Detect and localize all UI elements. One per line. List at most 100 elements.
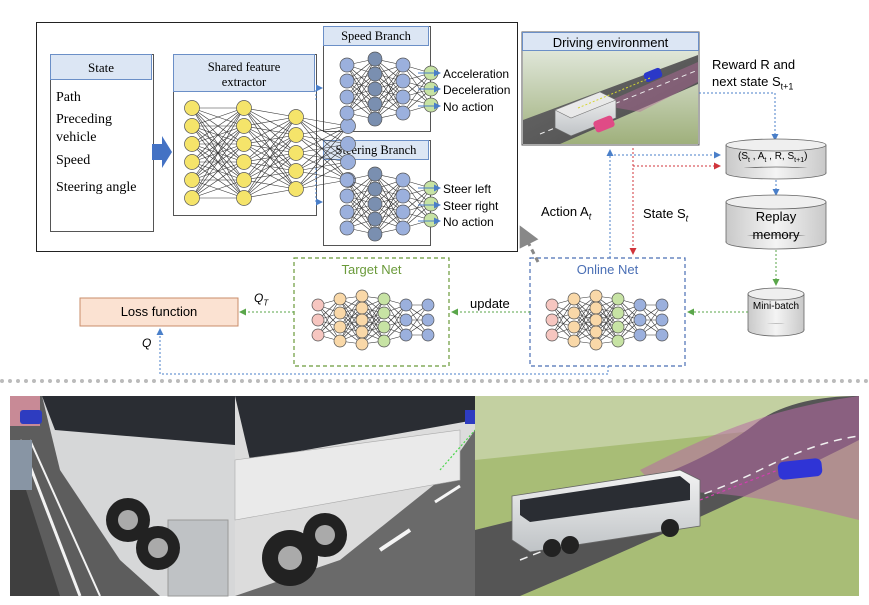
network-node — [423, 196, 439, 212]
network-node — [236, 118, 252, 134]
speed-output-deceleration: Deceleration — [443, 83, 511, 97]
network-node — [655, 313, 669, 327]
reward-label-line2: next state St+1 — [712, 73, 795, 96]
network-node — [633, 328, 647, 342]
speed-output-acceleration: Acceleration — [443, 67, 510, 81]
network-node — [367, 66, 383, 82]
network-edge — [191, 107, 245, 181]
network-edge — [573, 298, 597, 333]
network-node — [184, 172, 200, 188]
network-node — [236, 136, 252, 152]
network-edge — [573, 307, 597, 342]
network-node — [355, 325, 369, 339]
q-arrow — [156, 328, 609, 375]
network-node — [399, 328, 413, 342]
action-label-sub: t — [588, 211, 592, 222]
update-label: update — [470, 296, 510, 311]
network-edge — [346, 64, 376, 105]
network-node — [611, 334, 625, 348]
qt-label-sub: T — [263, 298, 269, 308]
network-edge — [295, 125, 349, 190]
network-edge — [374, 64, 404, 105]
network-edge — [243, 116, 297, 199]
qt-label-text: Q — [254, 291, 264, 305]
network-edge — [317, 304, 341, 342]
network-edge — [383, 304, 407, 342]
tuple-open: (S — [738, 151, 748, 162]
network-node — [367, 111, 383, 127]
network-edge — [374, 58, 404, 98]
network-edge — [617, 304, 641, 342]
network-node — [395, 204, 411, 220]
steering-output-arrows — [418, 184, 441, 225]
network-node — [184, 100, 200, 116]
reward-arrow — [699, 92, 779, 141]
network-node — [377, 334, 391, 348]
network-edge — [243, 152, 297, 199]
network-node — [367, 211, 383, 227]
tuple-sub-e: t+1 — [794, 157, 805, 164]
state-item-speed: Speed — [56, 153, 91, 168]
network-edge — [191, 161, 245, 199]
state-panel — [50, 54, 154, 232]
network-edge — [346, 195, 376, 235]
network-node — [288, 145, 304, 161]
network-edge — [374, 195, 404, 235]
minibatch-cylinder — [747, 287, 805, 337]
network-edge — [295, 116, 349, 127]
action-label: Action At — [541, 204, 591, 222]
network-node — [395, 89, 411, 105]
network-node — [589, 325, 603, 339]
network-node — [333, 292, 347, 306]
network-node — [567, 320, 581, 334]
network-node — [184, 136, 200, 152]
network-node — [339, 73, 355, 89]
network-node — [395, 105, 411, 121]
network-node — [355, 313, 369, 327]
network-node — [611, 320, 625, 334]
replay-memory-label: Replay memory — [752, 209, 800, 242]
network-edge — [346, 179, 376, 235]
state-label-text: State S — [643, 206, 686, 221]
state-to-extractor-arrow — [152, 136, 172, 168]
bus-photo-right — [475, 396, 860, 596]
network-edge — [402, 187, 432, 229]
network-edge — [243, 116, 297, 145]
network-edge — [191, 107, 245, 163]
network-node — [367, 196, 383, 212]
network-node — [633, 313, 647, 327]
online-to-architecture-arrow — [519, 225, 540, 263]
replay-memory-cylinder — [725, 194, 827, 250]
network-node — [311, 298, 325, 312]
network-node — [421, 298, 435, 312]
network-node — [333, 306, 347, 320]
speed-output-no-action: No action — [443, 100, 494, 114]
network-edge — [243, 116, 297, 163]
network-node — [545, 328, 559, 342]
shared-extractor-header: Shared feature extractor — [173, 54, 315, 92]
network-node — [311, 328, 325, 342]
network-node — [355, 337, 369, 351]
network-node — [340, 154, 356, 170]
bus-photo-left — [10, 396, 235, 597]
network-edge — [361, 307, 385, 342]
network-node — [377, 292, 391, 306]
network-node — [340, 136, 356, 152]
state-item-path: Path — [56, 90, 81, 105]
q-label: Q — [142, 336, 152, 350]
network-node — [589, 337, 603, 351]
network-edge — [346, 188, 376, 229]
online-net-label: Online Net — [576, 262, 639, 277]
network-node — [311, 313, 325, 327]
network-node — [395, 172, 411, 188]
network-node — [589, 301, 603, 315]
network-node — [367, 51, 383, 67]
steering-output-left: Steer left — [443, 182, 492, 196]
network-node — [355, 301, 369, 315]
network-node — [399, 298, 413, 312]
network-edge — [374, 173, 404, 229]
network-edge — [191, 179, 245, 199]
network-node — [367, 166, 383, 182]
network-edge — [346, 173, 376, 229]
